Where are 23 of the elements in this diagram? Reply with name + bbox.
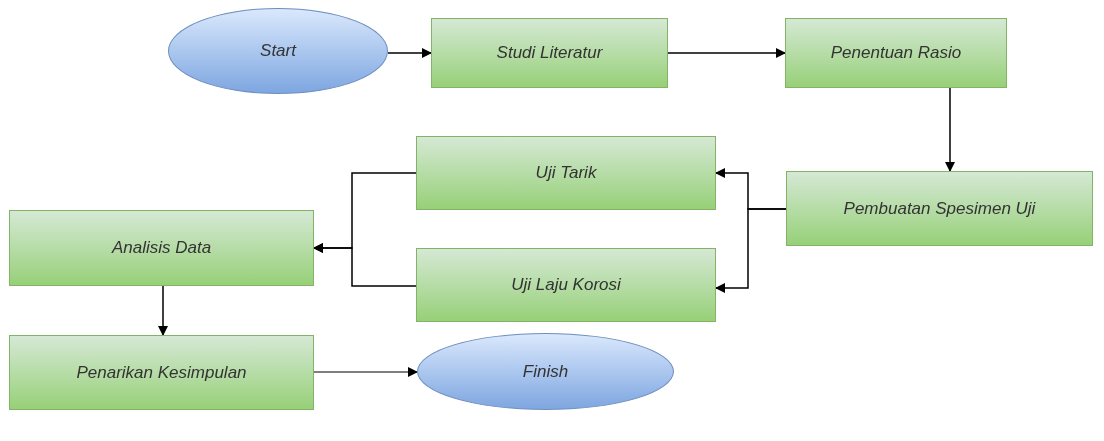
arrow — [313, 367, 418, 377]
process-box — [9, 335, 314, 410]
arrow — [667, 48, 786, 58]
arrow — [715, 208, 787, 293]
process-box — [786, 171, 1093, 246]
arrow — [387, 48, 432, 58]
node-label: Finish — [521, 360, 570, 383]
process-box — [9, 210, 314, 286]
node-label: Uji Tarik — [534, 162, 598, 185]
node-label: Penarikan Kesimpulan — [75, 361, 248, 384]
node-label: Pembuatan Spesimen Uji — [842, 197, 1037, 220]
node-label: Uji Laju Korosi — [510, 274, 622, 297]
node-label: Penentuan Rasio — [829, 42, 963, 65]
process-box — [785, 18, 1007, 88]
node-label: Studi Literatur — [495, 42, 604, 65]
node-label: Analisis Data — [110, 237, 213, 260]
arrow — [158, 285, 168, 336]
node-label: Start — [259, 40, 298, 63]
arrow — [313, 243, 417, 287]
process-box — [416, 248, 716, 322]
process-box — [431, 18, 668, 88]
process-box — [416, 136, 716, 210]
arrow — [945, 87, 955, 172]
